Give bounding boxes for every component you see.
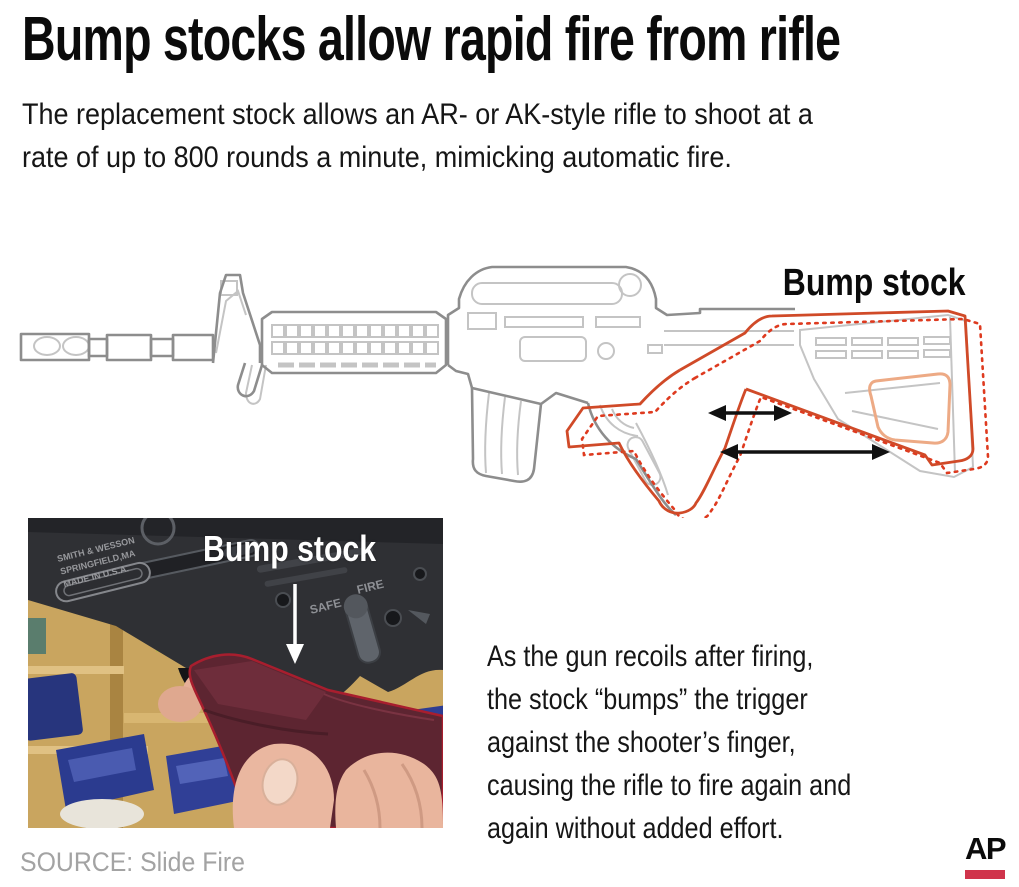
cheek-piece-outline [868,372,952,445]
body-line-5: again without added effort. [487,812,784,845]
rifle-diagram [19,265,990,518]
bump-stock-photo: SMITH & WESSON SPRINGFIELD,MA MADE IN U.… [28,518,443,828]
stock-slats [815,336,951,359]
subtitle: The replacement stock allows an AR- or A… [22,96,901,182]
selector-lever [343,594,381,664]
ap-logo-text: AP [964,831,1007,866]
handguard-cells-row2 [271,341,439,355]
recoil-double-arrow-long-icon [720,444,890,460]
paper-bag [60,799,144,828]
rifle-detail-lines [33,273,975,496]
subtitle-line-1: The replacement stock allows an AR- or A… [22,98,813,131]
source-credit: SOURCE: Slide Fire [20,847,245,877]
bump-stock-dotted-outline [580,317,990,518]
rifle-outline [19,265,795,516]
ap-logo-bar [965,870,1005,879]
handguard-cells-row1 [271,324,439,338]
body-line-1: As the gun recoils after firing, [487,640,814,673]
subtitle-line-2: rate of up to 800 rounds a minute, mimic… [22,141,732,174]
receiver-hardware [55,518,430,664]
body-line-2: the stock “bumps” the trigger [487,683,808,716]
ap-logo: AP [963,831,1007,879]
page-title: Bump stocks allow rapid fire from rifle [22,4,1019,82]
explanation-text: As the gun recoils after firing, the sto… [487,638,921,853]
diagram-bump-stock-label: Bump stock [782,262,966,304]
page-title-text: Bump stocks allow rapid fire from rifle [22,5,841,74]
hand [232,743,443,828]
photo-bump-stock-label: Bump stock [203,528,377,569]
teal-item [28,618,46,654]
body-line-3: against the shooter’s finger, [487,726,796,759]
photo-down-arrow-icon [286,584,304,664]
photo-art: SMITH & WESSON SPRINGFIELD,MA MADE IN U.… [28,518,443,828]
receiver-engravings: SMITH & WESSON SPRINGFIELD,MA MADE IN U.… [56,535,385,617]
body-line-4: causing the rifle to fire again and [487,769,852,802]
engraving-fire: FIRE [355,577,385,597]
bump-stock-solid-outline [565,309,975,515]
recoil-double-arrow-short-icon [708,405,792,421]
